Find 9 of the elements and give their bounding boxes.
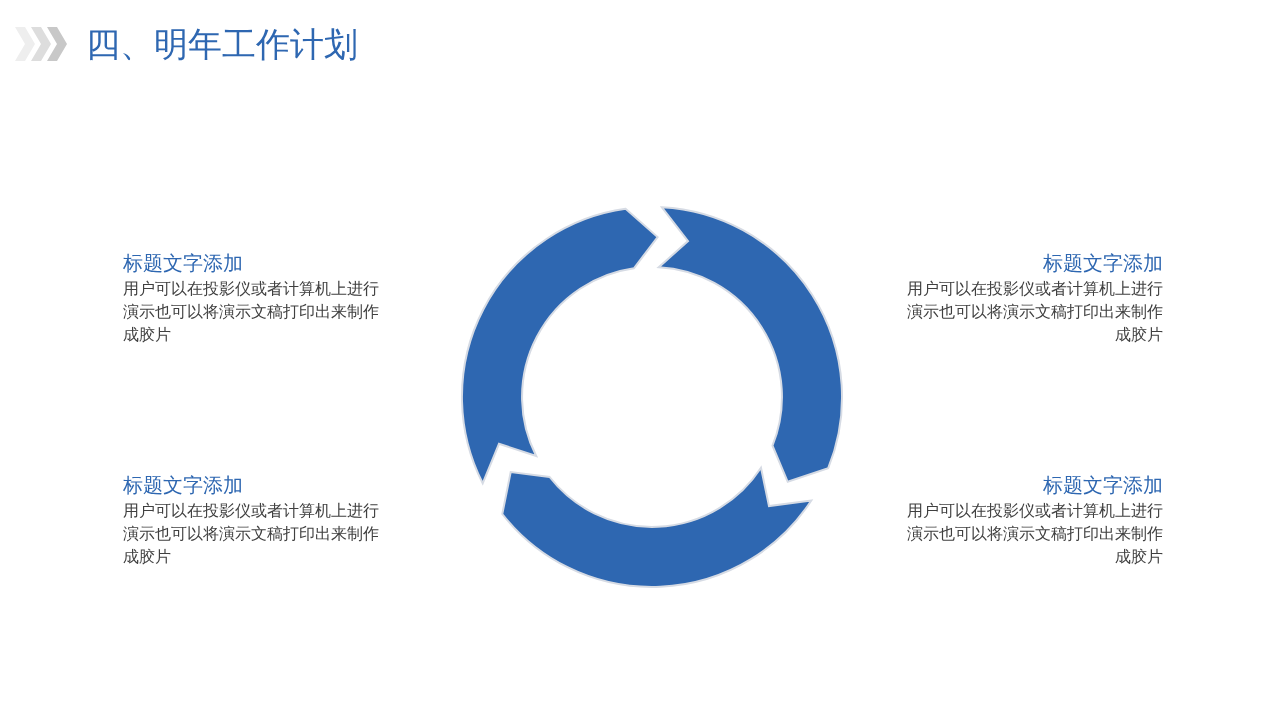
description-text: 用户可以在投影仪或者计算机上进行演示也可以将演示文稿打印出来制作成胶片 [123,279,380,346]
slide-title: 四、明年工作计划 [86,23,358,66]
block-heading: 标题文字添加 [1043,250,1163,277]
block-heading: 标题文字添加 [1043,472,1163,499]
description-text: 用户可以在投影仪或者计算机上进行演示也可以将演示文稿打印出来制作成胶片 [906,279,1163,346]
description-text: 用户可以在投影仪或者计算机上进行演示也可以将演示文稿打印出来制作成胶片 [906,501,1163,568]
block-heading: 标题文字添加 [123,250,243,277]
block-heading: 标题文字添加 [123,472,243,499]
description-text: 用户可以在投影仪或者计算机上进行演示也可以将演示文稿打印出来制作成胶片 [123,501,380,568]
